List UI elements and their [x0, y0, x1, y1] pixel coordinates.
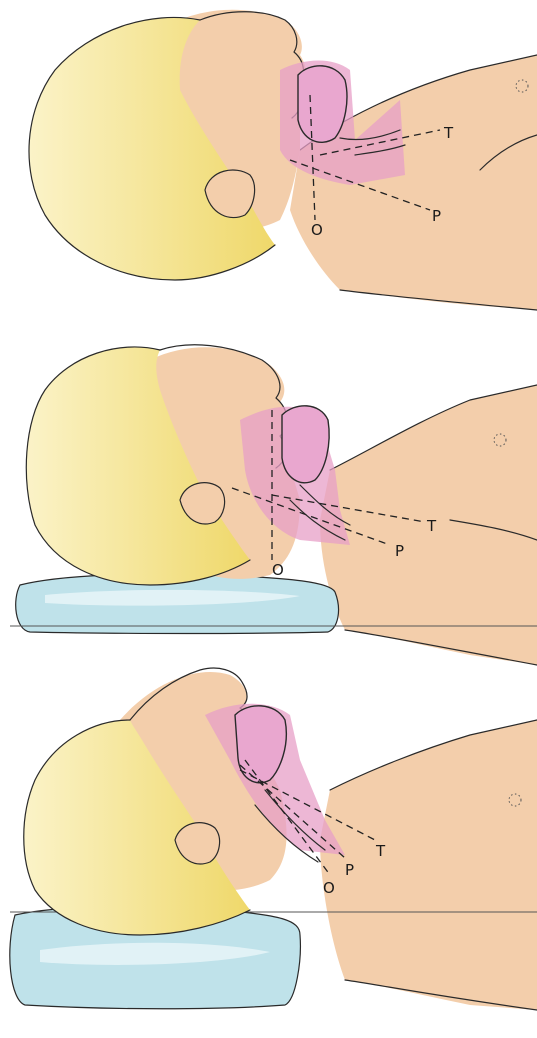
tongue — [298, 66, 347, 143]
oral-axis-label: O — [323, 879, 335, 897]
panel-2: O P T — [10, 345, 537, 665]
pharyngeal-axis-label: P — [345, 861, 354, 879]
pharyngeal-axis-label: P — [432, 207, 441, 225]
tracheal-axis-label: T — [375, 842, 386, 860]
oral-axis-label: O — [272, 561, 284, 579]
panel-1: O P T — [29, 10, 537, 310]
panel-3: O P T — [10, 668, 537, 1010]
oral-axis-label: O — [311, 221, 323, 239]
tracheal-axis-label: T — [443, 124, 454, 142]
pharyngeal-axis-label: P — [395, 542, 404, 560]
tracheal-axis-label: T — [426, 517, 437, 535]
